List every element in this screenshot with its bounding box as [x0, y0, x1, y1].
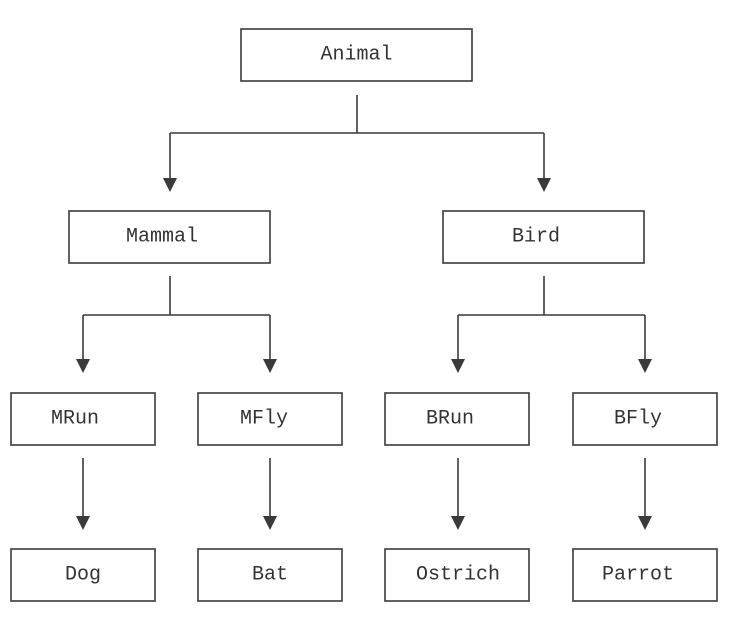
node-bfly: BFly	[572, 392, 718, 446]
node-parrot-box	[572, 548, 718, 602]
node-brun: BRun	[384, 392, 530, 446]
arrowhead-bfly	[638, 359, 652, 373]
node-ostrich-box	[384, 548, 530, 602]
node-mfly-label: MFly	[240, 408, 288, 431]
node-ostrich-label: Ostrich	[416, 564, 500, 587]
edges	[76, 95, 652, 530]
arrowhead-brun	[451, 359, 465, 373]
arrowhead-mfly	[263, 359, 277, 373]
node-brun-label: BRun	[426, 408, 474, 431]
arrowhead-mrun	[76, 359, 90, 373]
node-mrun-box	[10, 392, 156, 446]
node-animal-box	[240, 28, 473, 82]
node-parrot: Parrot	[572, 548, 718, 602]
node-mammal: Mammal	[68, 210, 271, 264]
node-bat-box	[197, 548, 343, 602]
arrowhead-mammal	[163, 178, 177, 192]
arrowhead-bird	[537, 178, 551, 192]
node-animal: Animal	[240, 28, 473, 82]
node-bfly-box	[572, 392, 718, 446]
node-mrun-label: MRun	[51, 408, 99, 431]
node-mrun: MRun	[10, 392, 156, 446]
edge-mammal-split	[83, 276, 270, 316]
node-parrot-label: Parrot	[602, 564, 674, 587]
node-bird: Bird	[442, 210, 645, 264]
node-animal-label: Animal	[320, 44, 392, 67]
arrowhead-bat	[263, 516, 277, 530]
arrowhead-dog	[76, 516, 90, 530]
node-mammal-box	[68, 210, 271, 264]
node-bird-box	[442, 210, 645, 264]
edge-bird-split	[458, 276, 645, 316]
node-bat: Bat	[197, 548, 343, 602]
node-dog-label: Dog	[65, 564, 101, 587]
node-bfly-label: BFly	[614, 408, 662, 431]
node-bat-label: Bat	[252, 564, 288, 587]
node-dog-box	[10, 548, 156, 602]
arrowhead-ostrich	[451, 516, 465, 530]
arrowhead-parrot	[638, 516, 652, 530]
node-dog: Dog	[10, 548, 156, 602]
node-mfly-box	[197, 392, 343, 446]
node-mfly: MFly	[197, 392, 343, 446]
node-ostrich: Ostrich	[384, 548, 530, 602]
node-bird-label: Bird	[512, 226, 560, 249]
node-brun-box	[384, 392, 530, 446]
node-mammal-label: Mammal	[126, 226, 198, 249]
edge-animal-split	[170, 95, 544, 134]
